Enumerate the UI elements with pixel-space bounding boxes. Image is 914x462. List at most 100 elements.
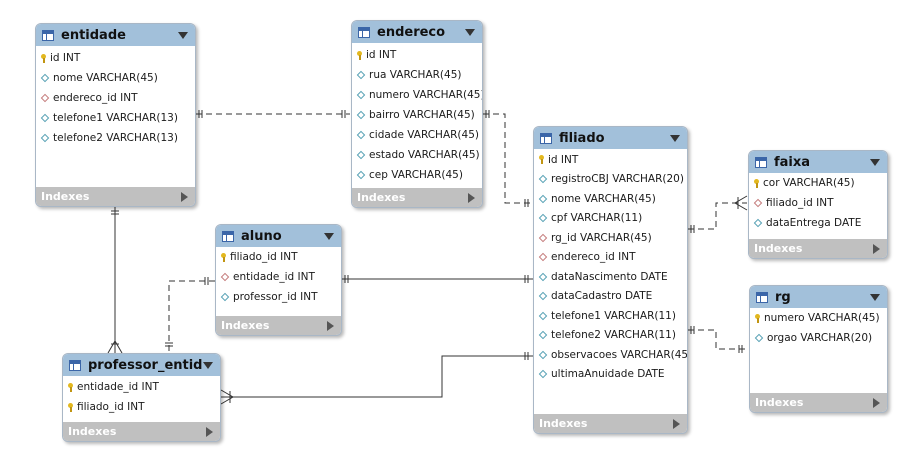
table-header[interactable]: aluno [216, 225, 341, 247]
table-professor-entidade[interactable]: professor_entid... entidade_id INT filia… [62, 353, 221, 442]
column-row[interactable]: estado VARCHAR(45) [352, 145, 482, 165]
column-row[interactable]: id INT [352, 45, 482, 65]
column-row[interactable]: cor VARCHAR(45) [749, 173, 887, 193]
column-row[interactable]: telefone1 VARCHAR(13) [36, 108, 195, 128]
column-icon [538, 370, 548, 379]
column-row[interactable]: endereco_id INT [36, 88, 195, 108]
table-rg[interactable]: rg numero VARCHAR(45) orgao VARCHAR(20) … [749, 285, 888, 413]
table-name: filiado [559, 130, 605, 146]
column-row[interactable]: id INT [534, 150, 687, 170]
column-row[interactable]: cidade VARCHAR(45) [352, 125, 482, 145]
expand-arrow-icon[interactable] [181, 191, 188, 202]
column-row[interactable]: registroCBJ VARCHAR(20) [534, 170, 687, 190]
column-label: observacoes VARCHAR(45) [551, 348, 688, 361]
indexes-footer[interactable]: Indexes [750, 393, 887, 412]
collapse-arrow-icon[interactable] [465, 28, 475, 36]
table-header[interactable]: endereco [352, 21, 482, 43]
column-label: cep VARCHAR(45) [369, 169, 463, 181]
indexes-footer[interactable]: Indexes [352, 188, 482, 207]
indexes-footer[interactable]: Indexes [534, 414, 687, 433]
collapse-arrow-icon[interactable] [178, 31, 188, 39]
expand-arrow-icon[interactable] [468, 192, 475, 203]
table-header[interactable]: faixa [749, 151, 887, 173]
column-label: orgao VARCHAR(20) [767, 332, 873, 344]
column-row[interactable]: cpf VARCHAR(11) [534, 209, 687, 229]
column-row[interactable]: dataCadastro DATE [534, 287, 687, 307]
table-faixa[interactable]: faixa cor VARCHAR(45) filiado_id INT dat… [748, 150, 888, 259]
column-row[interactable]: cep VARCHAR(45) [352, 165, 482, 185]
column-icon [356, 70, 366, 80]
column-row[interactable]: id INT [36, 48, 195, 68]
expand-arrow-icon[interactable] [873, 243, 880, 254]
table-filiado[interactable]: filiado id INT registroCBJ VARCHAR(20) n… [533, 126, 688, 434]
column-label: id INT [548, 153, 579, 166]
column-label: filiado_id INT [230, 251, 298, 263]
column-row[interactable]: orgao VARCHAR(20) [750, 328, 887, 348]
rel-endereco-filiado [483, 110, 533, 207]
column-label: cidade VARCHAR(45) [369, 129, 479, 141]
column-row[interactable]: bairro VARCHAR(45) [352, 105, 482, 125]
column-label: estado VARCHAR(45) [369, 149, 480, 161]
indexes-footer[interactable]: Indexes [216, 316, 341, 335]
table-entidade[interactable]: entidade id INT nome VARCHAR(45) enderec… [35, 23, 196, 207]
primary-key-icon [68, 382, 73, 392]
column-row[interactable]: rg_id VARCHAR(45) [534, 228, 687, 248]
column-row[interactable]: telefone1 VARCHAR(11) [534, 306, 687, 326]
rel-rg-filiado [688, 326, 748, 353]
column-row[interactable]: endereco_id INT [534, 248, 687, 268]
column-row[interactable]: entidade_id INT [63, 377, 220, 397]
column-row[interactable]: filiado_id INT [749, 193, 887, 213]
column-label: id INT [366, 49, 397, 61]
table-icon [222, 230, 234, 242]
collapse-arrow-icon[interactable] [203, 361, 213, 369]
rel-faixa-filiado [688, 195, 748, 233]
column-label: endereco_id INT [551, 251, 636, 264]
column-icon [753, 218, 763, 228]
table-aluno[interactable]: aluno filiado_id INT entidade_id INT pro… [215, 224, 342, 336]
indexes-label: Indexes [357, 191, 406, 204]
collapse-arrow-icon[interactable] [324, 232, 334, 240]
table-header[interactable]: rg [750, 286, 887, 308]
collapse-arrow-icon[interactable] [670, 134, 680, 142]
primary-key-icon [41, 53, 46, 63]
table-header[interactable]: filiado [534, 127, 687, 149]
collapse-arrow-icon[interactable] [870, 293, 880, 301]
expand-arrow-icon[interactable] [327, 320, 334, 331]
column-row[interactable]: filiado_id INT [216, 247, 341, 267]
collapse-arrow-icon[interactable] [870, 158, 880, 166]
column-label: dataEntrega DATE [766, 217, 862, 229]
column-row[interactable]: dataEntrega DATE [749, 213, 887, 233]
expand-arrow-icon[interactable] [673, 418, 680, 429]
column-row[interactable]: rua VARCHAR(45) [352, 65, 482, 85]
column-row[interactable]: dataNascimento DATE [534, 267, 687, 287]
primary-key-icon [754, 178, 759, 188]
indexes-label: Indexes [754, 242, 803, 255]
column-row[interactable]: ultimaAnuidade DATE [534, 365, 687, 385]
table-header[interactable]: professor_entid... [63, 354, 220, 376]
table-name: faixa [774, 154, 811, 170]
column-row[interactable]: numero VARCHAR(45) [352, 85, 482, 105]
column-row[interactable]: nome VARCHAR(45) [36, 68, 195, 88]
column-row[interactable]: entidade_id INT [216, 267, 341, 287]
expand-arrow-icon[interactable] [873, 397, 880, 408]
column-row[interactable]: nome VARCHAR(45) [534, 189, 687, 209]
column-row[interactable]: numero VARCHAR(45) [750, 308, 887, 328]
indexes-footer[interactable]: Indexes [749, 239, 887, 258]
column-row[interactable]: observacoes VARCHAR(45) [534, 345, 687, 365]
table-icon [540, 132, 552, 144]
column-label: cor VARCHAR(45) [763, 177, 855, 189]
table-name: aluno [241, 228, 282, 244]
expand-arrow-icon[interactable] [206, 426, 213, 437]
primary-key-icon [755, 313, 760, 323]
indexes-footer[interactable]: Indexes [63, 422, 220, 441]
column-row[interactable]: telefone2 VARCHAR(13) [36, 128, 195, 148]
table-endereco[interactable]: endereco id INT rua VARCHAR(45) numero V… [351, 20, 483, 208]
column-icon [220, 292, 230, 302]
column-row[interactable]: professor_id INT [216, 287, 341, 307]
column-row[interactable]: filiado_id INT [63, 397, 220, 417]
table-header[interactable]: entidade [36, 24, 195, 46]
indexes-footer[interactable]: Indexes [36, 187, 195, 206]
rel-aluno-professor [165, 277, 215, 353]
column-row[interactable]: telefone2 VARCHAR(11) [534, 326, 687, 346]
